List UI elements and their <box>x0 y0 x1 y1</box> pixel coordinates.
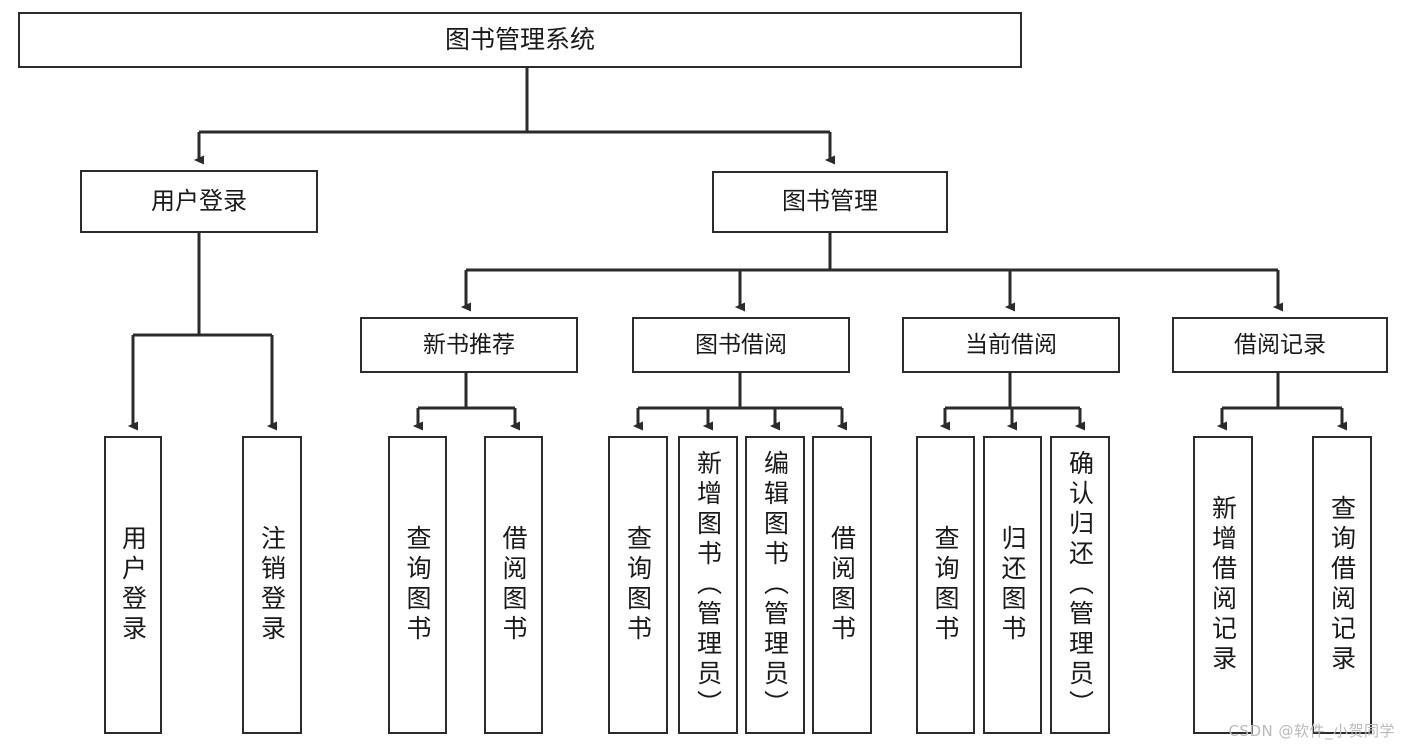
node-book-borrow[interactable]: 图书借阅 <box>632 317 850 373</box>
leaf-new-book-query[interactable]: 查询图书 <box>388 436 447 734</box>
leaf-current-borrow-query[interactable]: 查询图书 <box>916 436 975 734</box>
node-label: 新书推荐 <box>423 331 515 358</box>
node-label: 图书管理系统 <box>444 24 595 54</box>
node-label: 查询借阅记录 <box>1327 495 1357 675</box>
leaf-current-borrow-return[interactable]: 归还图书 <box>983 436 1042 734</box>
node-label: 注销登录 <box>257 525 287 645</box>
node-label: 用户登录 <box>118 525 148 645</box>
leaf-borrow-book-borrow[interactable]: 借阅图书 <box>812 436 872 734</box>
node-label: 编辑图书（管理员） <box>760 450 790 720</box>
leaf-borrow-book-add[interactable]: 新增图书（管理员） <box>678 436 738 734</box>
node-book-management-system[interactable]: 图书管理系统 <box>18 12 1022 68</box>
leaf-user-login-logout[interactable]: 注销登录 <box>242 436 302 734</box>
node-label: 归还图书 <box>998 525 1027 645</box>
node-label: 当前借阅 <box>965 331 1057 358</box>
node-user-login[interactable]: 用户登录 <box>80 170 318 233</box>
node-label: 查询图书 <box>931 525 960 645</box>
node-label: 借阅记录 <box>1234 331 1326 358</box>
node-label: 用户登录 <box>151 186 247 215</box>
node-new-book-recommend[interactable]: 新书推荐 <box>360 317 578 373</box>
node-label: 新增图书（管理员） <box>693 450 723 720</box>
node-label: 借阅图书 <box>499 525 528 645</box>
watermark-text: CSDN @软件_小贺同学 <box>1228 722 1395 740</box>
node-label: 查询图书 <box>623 525 653 645</box>
node-label: 图书借阅 <box>695 331 787 358</box>
leaf-current-borrow-confirm-return[interactable]: 确认归还（管理员） <box>1050 436 1110 734</box>
node-label: 新增借阅记录 <box>1208 495 1238 675</box>
leaf-borrow-book-edit[interactable]: 编辑图书（管理员） <box>745 436 805 734</box>
leaf-new-book-borrow[interactable]: 借阅图书 <box>484 436 543 734</box>
node-current-borrow[interactable]: 当前借阅 <box>902 317 1120 373</box>
leaf-borrow-record-query[interactable]: 查询借阅记录 <box>1312 436 1372 734</box>
node-book-management[interactable]: 图书管理 <box>712 171 948 233</box>
leaf-borrow-record-add[interactable]: 新增借阅记录 <box>1193 436 1253 734</box>
leaf-user-login-login[interactable]: 用户登录 <box>104 436 162 734</box>
node-label: 确认归还（管理员） <box>1065 450 1095 720</box>
node-label: 查询图书 <box>403 525 432 645</box>
node-label: 图书管理 <box>782 187 878 216</box>
node-borrow-record[interactable]: 借阅记录 <box>1172 317 1388 373</box>
node-label: 借阅图书 <box>827 525 857 645</box>
leaf-borrow-book-query[interactable]: 查询图书 <box>608 436 668 734</box>
